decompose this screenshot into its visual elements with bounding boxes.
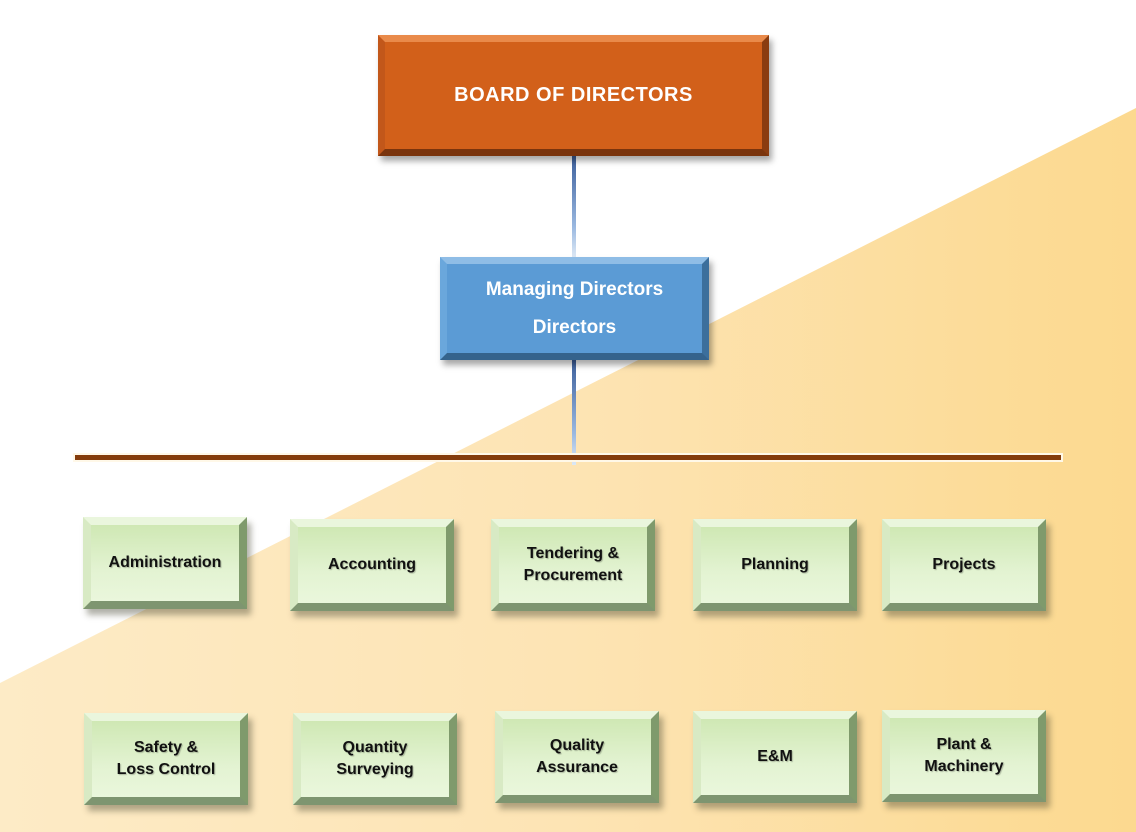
dept-accounting: Accounting: [290, 519, 454, 611]
dept-label-line1: Quality: [549, 737, 605, 754]
md-label-line2: Directors: [532, 316, 617, 338]
dept-label: Planning: [741, 556, 809, 573]
managing-directors-box: Managing Directors Directors: [440, 257, 709, 360]
dept-tendering-procurement: Tendering & Procurement: [491, 519, 655, 611]
dept-label: E&M: [757, 748, 793, 765]
dept-label-line2: Surveying: [336, 761, 414, 778]
dept-projects: Projects: [882, 519, 1046, 611]
dept-label-line1: Safety &: [133, 739, 199, 756]
dept-label: Administration: [108, 554, 222, 571]
connector-md-to-departments: [572, 360, 576, 465]
dept-label-line1: Tendering &: [526, 545, 620, 562]
board-label: BOARD OF DIRECTORS: [454, 84, 693, 106]
dept-plant-machinery: Plant & Machinery: [882, 710, 1046, 802]
connector-board-to-md: [572, 156, 576, 257]
dept-label-line2: Procurement: [523, 567, 623, 584]
dept-label: Projects: [932, 556, 996, 573]
md-label-line1: Managing Directors: [485, 278, 664, 300]
dept-quantity-surveying: Quantity Surveying: [293, 713, 457, 805]
dept-label-line2: Assurance: [536, 759, 618, 776]
board-of-directors-box: BOARD OF DIRECTORS: [378, 35, 769, 156]
dept-label-line1: Quantity: [342, 739, 408, 756]
dept-label-line1: Plant &: [936, 736, 992, 753]
departments-divider-line: [75, 455, 1061, 460]
dept-label-line2: Machinery: [924, 758, 1004, 775]
dept-label: Accounting: [328, 556, 416, 573]
dept-administration: Administration: [83, 517, 247, 609]
dept-safety-loss-control: Safety & Loss Control: [84, 713, 248, 805]
dept-quality-assurance: Quality Assurance: [495, 711, 659, 803]
dept-planning: Planning: [693, 519, 857, 611]
dept-e-and-m: E&M: [693, 711, 857, 803]
dept-label-line2: Loss Control: [116, 761, 216, 778]
